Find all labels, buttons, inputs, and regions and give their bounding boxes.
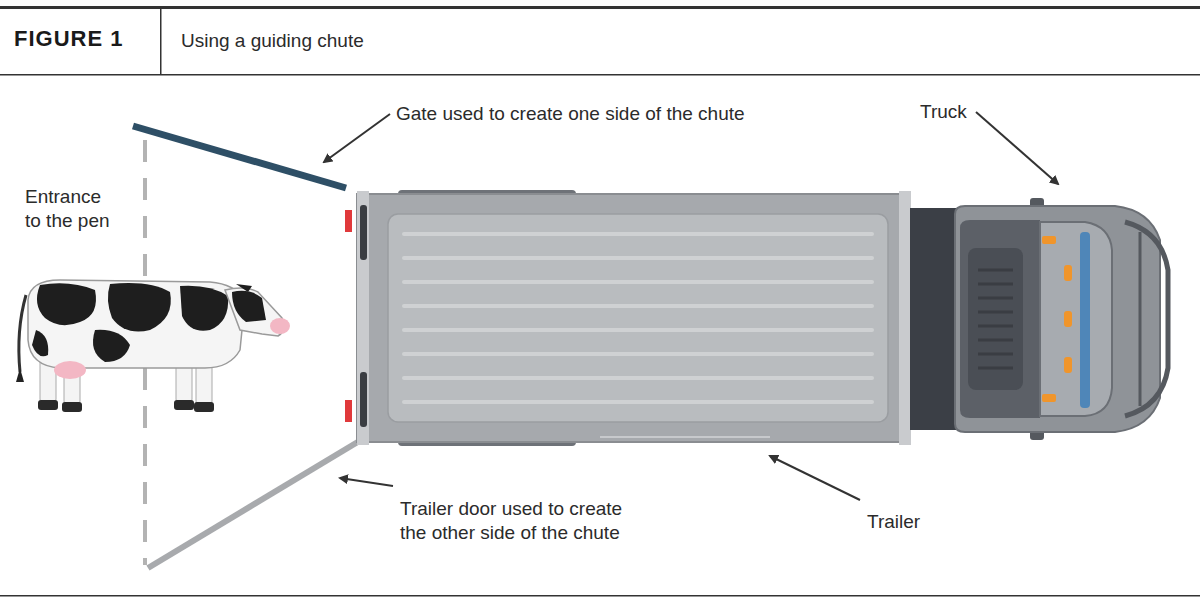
truck xyxy=(910,198,1168,440)
trailer-rib xyxy=(404,376,872,380)
trailer-rib xyxy=(404,232,872,236)
callout-label: Entrance to the pen xyxy=(25,185,121,233)
callout-label: Truck xyxy=(920,100,967,124)
trailer-rib xyxy=(404,280,872,284)
figure-title: Using a guiding chute xyxy=(181,29,364,53)
trailer-rib xyxy=(404,256,872,260)
callout-label: Trailer xyxy=(867,510,920,534)
trailer-rib xyxy=(404,328,872,332)
header-rule xyxy=(0,74,1200,76)
gate xyxy=(133,126,346,188)
trailer-rib xyxy=(404,400,872,404)
top-rule xyxy=(0,6,1200,9)
callout-label: Trailer door used to create the other si… xyxy=(400,497,652,545)
leader-lines xyxy=(324,112,1058,500)
trailer xyxy=(345,190,911,446)
cow xyxy=(16,280,290,412)
bottom-rule xyxy=(0,595,1200,597)
trailer-rib xyxy=(404,352,872,356)
trailer-door xyxy=(148,437,366,568)
header-divider xyxy=(160,9,162,74)
callout-label: Gate used to create one side of the chut… xyxy=(396,102,745,126)
figure-number: FIGURE 1 xyxy=(14,27,123,51)
trailer-rib xyxy=(404,304,872,308)
